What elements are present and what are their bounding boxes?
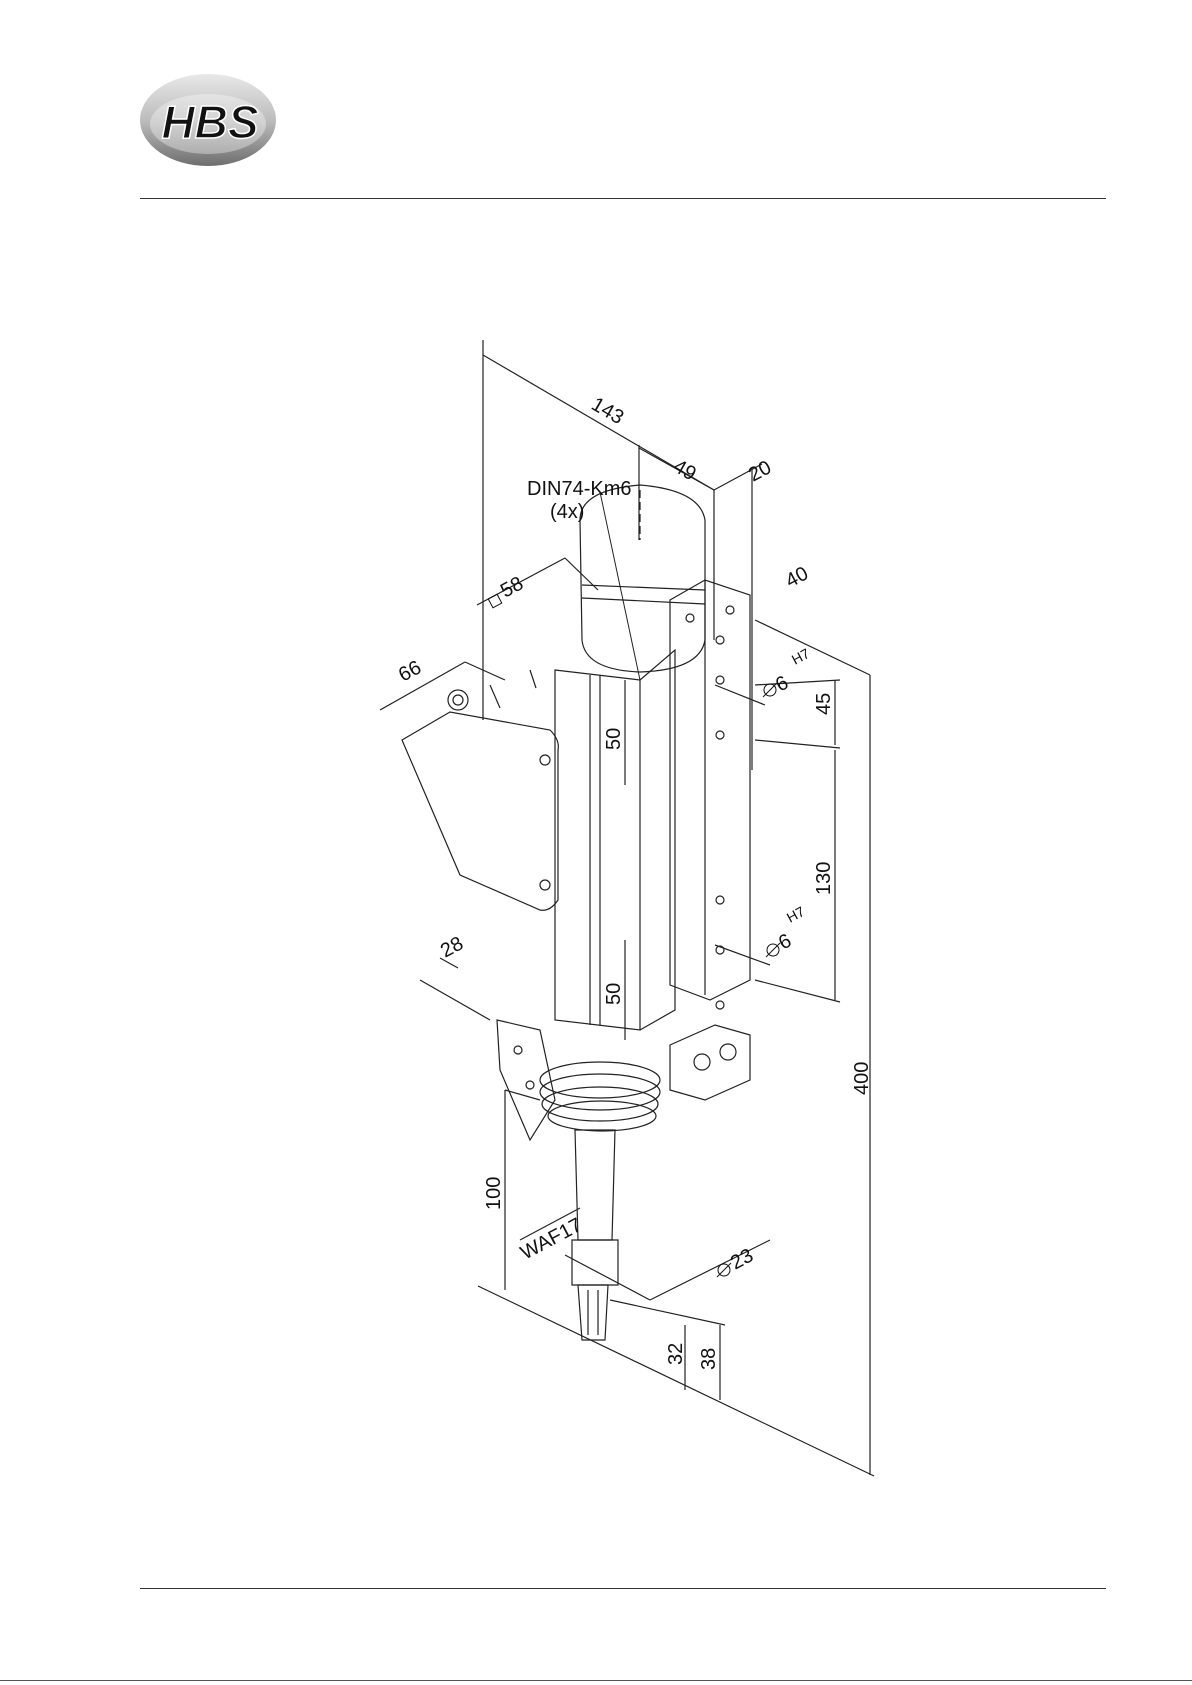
square-symbol-58 — [488, 594, 502, 608]
dim-32: 32 — [665, 1343, 687, 1365]
dim-58: 58 — [497, 573, 527, 603]
dim-66: 66 — [395, 657, 425, 687]
callout-din74-line1: DIN74-Km6 — [527, 478, 631, 500]
dim-400: 400 — [851, 1062, 873, 1095]
header-rule — [140, 198, 1106, 199]
footer-rule — [140, 1588, 1106, 1589]
tolerance-h7-top: H7 — [789, 645, 813, 668]
dim-28: 28 — [437, 933, 467, 963]
dim-20: 20 — [745, 457, 775, 487]
dim-50-top: 50 — [603, 728, 625, 750]
dim-waf17: WAF17 — [517, 1214, 586, 1264]
dim-50-bottom: 50 — [603, 983, 625, 1005]
technical-drawing: DIN74-Km6 (4x) 143 49 20 40 58 66 6 H7 4… — [340, 340, 900, 1490]
logo-text: HBS — [161, 96, 258, 148]
dim-143: 143 — [588, 393, 628, 429]
dim-49: 49 — [670, 455, 700, 485]
dim-130: 130 — [813, 862, 835, 895]
dim-45: 45 — [813, 693, 835, 715]
dim-40: 40 — [782, 563, 812, 593]
dim-100: 100 — [483, 1177, 505, 1210]
hbs-logo: HBS — [138, 68, 288, 168]
dim-6-h7-bottom: 6 — [775, 930, 795, 955]
callout-din74-line2: (4x) — [550, 501, 584, 523]
page-bottom-edge — [0, 1680, 1192, 1681]
tolerance-h7-bottom: H7 — [784, 903, 808, 926]
dim-38: 38 — [698, 1348, 720, 1370]
